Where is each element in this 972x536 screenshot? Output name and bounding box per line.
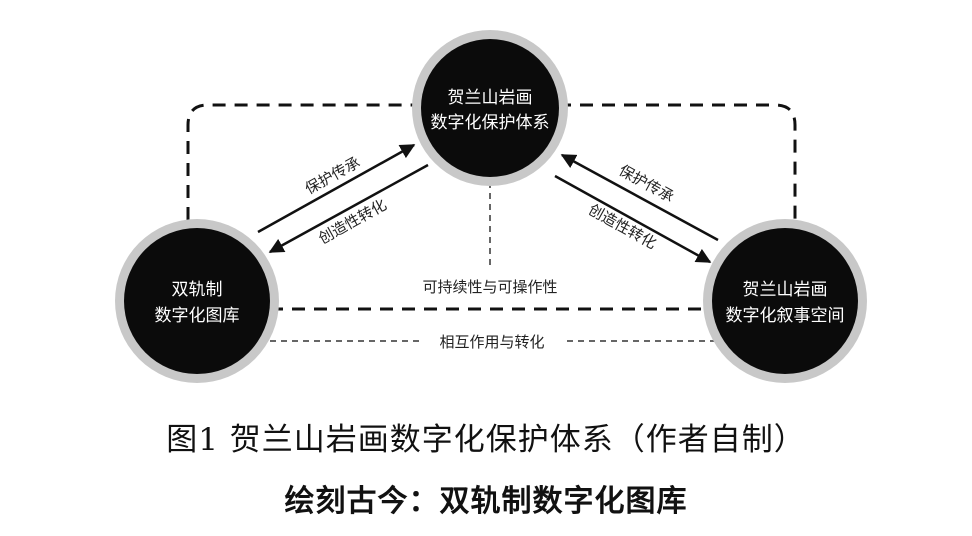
- edge-label-bottom: 相互作用与转化: [439, 333, 544, 351]
- bottom-label-backing: [422, 330, 562, 352]
- node-top-line2: 数字化保护体系: [431, 113, 550, 133]
- node-right-line2: 数字化叙事空间: [726, 306, 845, 326]
- arrow-top-to-left: [268, 163, 429, 254]
- node-top-line1: 贺兰山岩画: [448, 88, 533, 108]
- arrow-right-to-top: [560, 153, 719, 242]
- edge-label-right-upper: 保护传承: [616, 161, 677, 206]
- arrow-top-to-right: [554, 174, 712, 264]
- arrow-left-to-top: [257, 143, 416, 234]
- section-subtitle: 绘刻古今：双轨制数字化图库: [284, 484, 688, 519]
- figure-caption: 图1 贺兰山岩画数字化保护体系（作者自制）: [166, 422, 806, 458]
- node-left-line2: 数字化图库: [155, 306, 240, 326]
- node-left-line1: 双轨制: [172, 280, 223, 300]
- node-right: 贺兰山岩画 数字化叙事空间: [703, 219, 867, 383]
- dashed-frame: [186, 103, 797, 220]
- node-top: 贺兰山岩画 数字化保护体系: [412, 30, 568, 186]
- diagram-canvas: 保护传承 创造性转化 保护传承 创造性转化 可持续性与可操作性 相互作用与转化 …: [115, 30, 867, 383]
- edge-label-center: 可持续性与可操作性: [422, 278, 557, 296]
- node-left: 双轨制 数字化图库: [115, 219, 279, 383]
- node-right-line1: 贺兰山岩画: [743, 280, 828, 300]
